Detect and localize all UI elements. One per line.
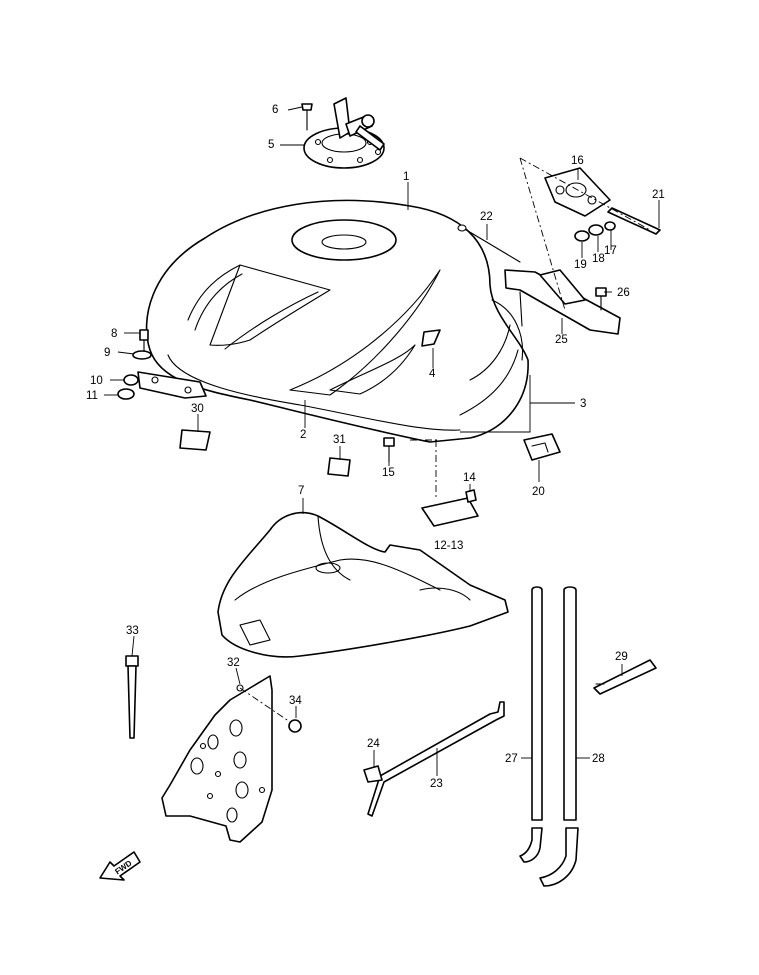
callout-4: 4 (429, 368, 436, 380)
leader-lines (104, 106, 660, 776)
callout-33: 33 (126, 625, 139, 637)
callout-24: 24 (367, 738, 380, 750)
callout-34: 34 (289, 695, 302, 707)
callout-26: 26 (617, 287, 630, 299)
forward-arrow-icon: FWD (99, 851, 141, 881)
callout-6: 6 (272, 104, 278, 116)
callout-15: 15 (382, 467, 395, 479)
callout-1: 1 (403, 171, 409, 183)
callout-25: 25 (555, 334, 568, 346)
callout-17: 17 (604, 245, 617, 257)
callout-22: 22 (480, 211, 493, 223)
small-parts (179, 429, 561, 527)
callout-20: 20 (532, 486, 545, 498)
callout-14: 14 (463, 472, 476, 484)
hose-clamp-strap (125, 655, 139, 739)
callout-21: 21 (652, 189, 665, 201)
callout-5: 5 (268, 139, 274, 151)
callout-23: 23 (430, 778, 443, 790)
front-mount-hardware (117, 329, 207, 400)
callout-8: 8 (111, 328, 117, 340)
callout-2: 2 (300, 429, 306, 441)
fuel-tank (145, 199, 529, 443)
heat-shield-plate (161, 675, 302, 843)
breather-tube (363, 659, 657, 817)
callout-3: 3 (580, 398, 586, 410)
callout-11: 11 (86, 390, 98, 402)
callout-18: 18 (592, 253, 605, 265)
callout-7: 7 (298, 485, 304, 497)
callout-10: 10 (90, 375, 103, 387)
callout-28: 28 (592, 753, 605, 765)
callout-9: 9 (104, 347, 110, 359)
callout-27: 27 (505, 753, 518, 765)
fuel-hoses (519, 586, 579, 887)
callout-12-13: 12-13 (434, 540, 463, 552)
callout-16: 16 (571, 155, 584, 167)
callout-labels: 1 2 3 4 5 6 7 8 9 10 11 12-13 14 15 16 1… (86, 104, 665, 790)
callout-29: 29 (615, 651, 628, 663)
rear-bracket-assembly (457, 157, 661, 335)
callout-32: 32 (227, 657, 240, 669)
callout-31: 31 (333, 434, 346, 446)
fuel-cap-assembly (301, 97, 385, 169)
callout-30: 30 (191, 403, 204, 415)
callout-19: 19 (574, 259, 587, 271)
tank-cover (217, 511, 509, 658)
